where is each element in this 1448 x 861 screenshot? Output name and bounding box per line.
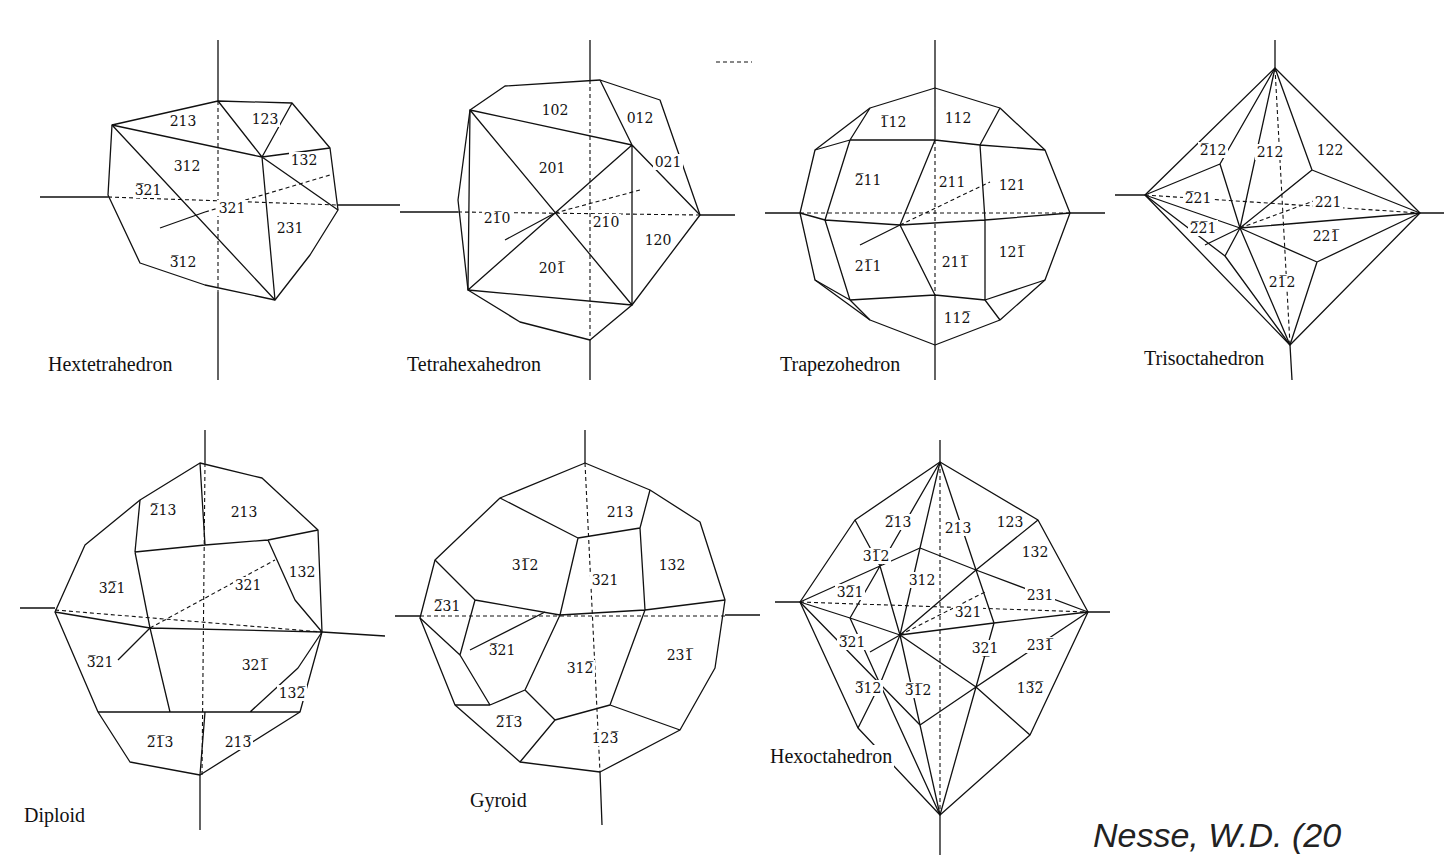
trisoctahedron-figure xyxy=(1115,40,1444,380)
form-name: Gyroid xyxy=(468,789,529,812)
miller-index: 2̅31 xyxy=(432,598,463,614)
form-name: Hexoctahedron xyxy=(768,745,894,768)
miller-index: 321̅ xyxy=(240,657,271,673)
miller-index: 211 xyxy=(937,174,968,190)
miller-index: 121 xyxy=(997,177,1028,193)
miller-index: 3̅21 xyxy=(85,654,116,670)
trapezohedron-figure xyxy=(765,40,1105,380)
miller-index: 321 xyxy=(233,577,264,593)
miller-index: 321 xyxy=(590,572,621,588)
dash-mark xyxy=(716,61,752,62)
miller-index: 3̅12 xyxy=(168,254,199,270)
miller-index: 2̅21 xyxy=(1183,190,1214,206)
miller-index: 1̅12 xyxy=(878,114,909,130)
diploid-figure xyxy=(20,430,385,830)
miller-index: 213 xyxy=(605,504,636,520)
miller-index: 2̅13 xyxy=(883,514,914,530)
miller-index: 2̅13 xyxy=(148,502,179,518)
miller-index: 123 xyxy=(250,111,281,127)
miller-index: 213 xyxy=(229,504,260,520)
miller-index: 213̅ xyxy=(223,734,254,750)
miller-index: 210 xyxy=(591,214,622,230)
miller-index: 3̅21 xyxy=(837,634,868,650)
miller-index: 3̅12 xyxy=(853,680,884,696)
miller-index: 3̅1̅2 xyxy=(903,682,934,698)
miller-index: 120 xyxy=(643,232,674,248)
miller-index: 13̅2̅ xyxy=(1015,680,1046,696)
miller-index: 32̲1 xyxy=(970,640,1001,656)
miller-index: 2̅1̅3 xyxy=(145,734,176,750)
miller-index: 132 xyxy=(287,564,318,580)
miller-index: 201 xyxy=(537,160,568,176)
miller-index: 132̅ xyxy=(277,685,308,701)
tetrahexahedron-figure xyxy=(400,40,735,380)
form-name: Trapezohedron xyxy=(778,353,902,376)
miller-index: 021 xyxy=(653,154,684,170)
miller-index: 123̅ xyxy=(590,730,621,746)
miller-index: 221 xyxy=(1313,194,1344,210)
form-name: Hextetrahedron xyxy=(46,353,174,376)
miller-index: 132 xyxy=(657,557,688,573)
miller-index: 321 xyxy=(217,200,248,216)
miller-index: 123 xyxy=(995,514,1026,530)
miller-index: 32̅1 xyxy=(835,584,866,600)
miller-index: 231̅ xyxy=(665,647,696,663)
hexoctahedron-figure xyxy=(775,440,1110,855)
miller-index: 3̅21 xyxy=(133,182,164,198)
miller-index: 122 xyxy=(1315,142,1346,158)
miller-index: 213 xyxy=(168,113,199,129)
miller-index: 213 xyxy=(943,520,974,536)
miller-index: 012 xyxy=(625,110,656,126)
miller-index: 132 xyxy=(289,152,320,168)
miller-index: 221̅ xyxy=(1311,228,1342,244)
miller-index: 112̅ xyxy=(942,310,973,326)
source-caption: Nesse, W.D. (20 xyxy=(1093,816,1341,855)
miller-index: 231 xyxy=(1025,587,1056,603)
miller-index: 201̅ xyxy=(537,260,568,276)
miller-index: 121̅ xyxy=(997,244,1028,260)
gyroid-figure xyxy=(395,430,760,825)
miller-index: 2̅2̅1 xyxy=(1188,220,1219,236)
miller-index: 3̅21 xyxy=(487,642,518,658)
miller-index: 2̅12 xyxy=(1198,142,1229,158)
miller-index: 211̅ xyxy=(940,254,971,270)
form-name: Tetrahexahedron xyxy=(405,353,543,376)
miller-index: 312̅ xyxy=(565,660,596,676)
miller-index: 102 xyxy=(540,102,571,118)
miller-index: 132 xyxy=(1020,544,1051,560)
miller-index: 31̅2 xyxy=(861,548,892,564)
form-name: Trisoctahedron xyxy=(1142,347,1266,370)
miller-index: 32̅1 xyxy=(97,580,128,596)
form-name: Diploid xyxy=(22,804,87,827)
miller-index: 112 xyxy=(943,110,974,126)
miller-index: 2̅11 xyxy=(853,172,884,188)
miller-index: 231̅ xyxy=(1025,637,1056,653)
miller-index: 2̅1̅3 xyxy=(494,714,525,730)
miller-index: 21̅2 xyxy=(1267,274,1298,290)
miller-index: 21̅0 xyxy=(482,210,513,226)
hextetrahedron-figure xyxy=(40,40,400,380)
miller-index: 321 xyxy=(953,604,984,620)
miller-index: 21̅1 xyxy=(853,258,884,274)
miller-index: 212 xyxy=(1255,144,1286,160)
miller-index: 312 xyxy=(172,158,203,174)
miller-index: 231 xyxy=(275,220,306,236)
miller-index: 31̅2 xyxy=(510,557,541,573)
miller-index: 312 xyxy=(907,572,938,588)
